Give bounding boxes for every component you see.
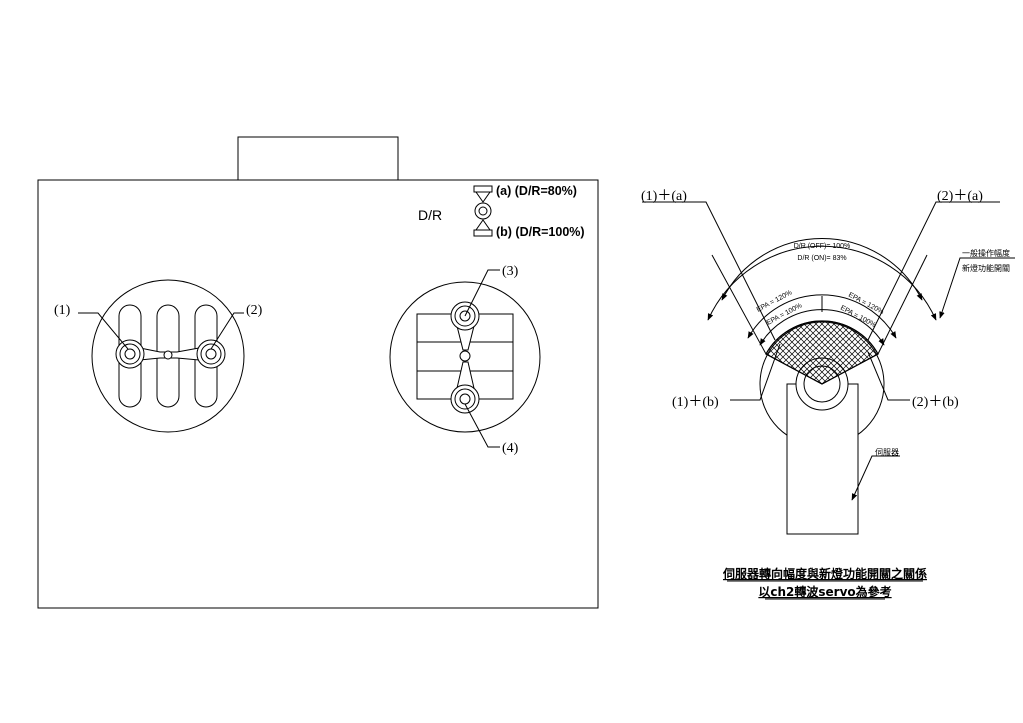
epa-120-arc <box>747 294 897 339</box>
label-1b: (1)＋(b) <box>672 395 719 410</box>
stick-3-label: (3) <box>502 264 519 279</box>
stick-4-label: (4) <box>502 441 519 456</box>
stick-4-knob <box>450 384 480 414</box>
legend-b: (b) (D/R=100%) <box>496 225 585 239</box>
label-2b: (2)＋(b) <box>912 395 959 410</box>
dr-on-arc <box>721 238 923 301</box>
dr-off-label: D/R (OFF)= 100% <box>794 243 851 250</box>
stick-1-knob <box>115 339 145 369</box>
servo-label: 伺服器 <box>875 447 899 457</box>
dr-on-label: D/R (ON)= 83% <box>797 255 846 262</box>
caption-line-1: 伺服器轉向幅度與新燈功能開關之關係 <box>722 566 927 581</box>
legend-a: (a) (D/R=80%) <box>496 184 577 198</box>
transmitter-panel <box>37 136 599 609</box>
right-stick-assembly <box>389 269 541 448</box>
antenna-block <box>237 136 399 181</box>
transmitter-outline <box>37 179 599 609</box>
dr-on-sector <box>765 320 879 385</box>
stick-2-knob <box>196 339 226 369</box>
note-line-2: 新燈功能開關 <box>962 263 1010 273</box>
servo-diagram <box>642 201 1015 535</box>
label-2a: (2)＋(a) <box>937 189 983 204</box>
caption-line-2: 以ch2轉波servo為參考 <box>758 584 891 599</box>
note-line-1: 一般操作幅度 <box>962 248 1010 258</box>
transmitter-text: D/R (a) (D/R=80%) (b) (D/R=100%) (1) (2)… <box>54 184 585 456</box>
label-1a: (1)＋(a) <box>641 189 687 204</box>
stick-1-label: (1) <box>54 303 71 318</box>
servo-case <box>786 383 859 535</box>
stick-2-label: (2) <box>246 303 263 318</box>
dr-title: D/R <box>418 207 442 223</box>
dr-switch-icon <box>473 185 493 237</box>
left-stick-assembly <box>78 279 245 433</box>
